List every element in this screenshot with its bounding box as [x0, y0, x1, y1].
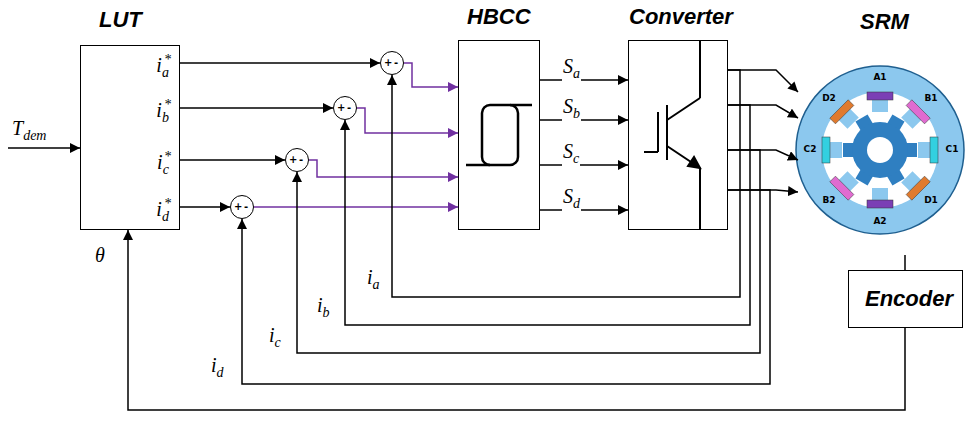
pole-label: B2	[822, 196, 835, 206]
signal-name: ib*	[156, 97, 171, 126]
signal-line	[180, 62, 380, 64]
signal-line	[345, 105, 750, 325]
signal-name: Sb	[562, 95, 581, 121]
pole-label: D2	[822, 94, 836, 104]
sign-symbol: +	[384, 58, 392, 68]
signal-line	[540, 119, 628, 121]
signal-name: Sd	[562, 185, 581, 211]
pole-label: A1	[873, 73, 886, 83]
converter-box: Converter	[628, 40, 728, 230]
signal-line	[728, 70, 798, 92]
block-title: HBCC	[467, 5, 531, 29]
error-signal	[357, 108, 458, 133]
input-arrow	[8, 147, 80, 149]
summing-junction: +-	[230, 195, 254, 219]
motor-illustration	[796, 66, 964, 234]
pole-label: C2	[804, 145, 817, 155]
sign-symbol: -	[244, 202, 248, 212]
signal-name: ia*	[156, 52, 171, 81]
pole-label: D1	[924, 196, 938, 206]
signal-line	[128, 230, 905, 410]
signal-name: Tdem	[12, 117, 46, 143]
signal-line	[180, 206, 230, 208]
summing-junction: +-	[285, 148, 309, 172]
signal-name: ia	[366, 266, 381, 292]
hysteresis-symbol	[466, 105, 532, 165]
block-title: LUT	[99, 8, 142, 32]
signal-name: id	[210, 354, 225, 380]
lookup-table-box: LUTia*ib*ic*id*	[80, 45, 180, 230]
signal-line	[904, 255, 906, 270]
pole-label: A2	[873, 217, 886, 227]
signal-line	[392, 70, 740, 297]
signal-line	[540, 164, 628, 166]
summing-junction: +-	[380, 51, 404, 75]
signal-line	[540, 79, 628, 81]
sign-symbol: -	[347, 103, 351, 113]
sign-symbol: -	[394, 58, 398, 68]
signal-name: id*	[156, 196, 171, 225]
pole-label: B1	[924, 94, 937, 104]
signal-name: ic	[268, 324, 282, 350]
error-signal	[254, 206, 458, 208]
signal-line	[180, 159, 285, 161]
signal-name: θ	[94, 244, 106, 266]
signal-name: Sc	[562, 140, 580, 166]
sign-symbol: -	[299, 155, 303, 165]
block-title: Encoder	[865, 287, 953, 311]
signal-line	[728, 150, 798, 160]
block-title: Converter	[629, 5, 733, 29]
summing-junction: +-	[333, 96, 357, 120]
signal-line	[540, 209, 628, 211]
signal-line	[242, 190, 770, 384]
igbt-symbol	[644, 41, 700, 229]
signal-name: ib	[316, 294, 331, 320]
error-signal	[404, 63, 458, 87]
controller-box: HBCC	[458, 40, 540, 230]
sign-symbol: +	[337, 103, 345, 113]
block-title: SRM	[860, 10, 909, 34]
sign-symbol: +	[289, 155, 297, 165]
signal-line	[728, 105, 798, 118]
signal-name: Sa	[562, 55, 581, 81]
sign-symbol: +	[234, 202, 242, 212]
error-signal	[309, 160, 458, 177]
signal-line	[297, 150, 760, 353]
signal-line	[180, 107, 333, 109]
pole-label: C1	[946, 145, 959, 155]
encoder-box: Encoder	[848, 270, 963, 328]
signal-name: ic*	[157, 149, 171, 178]
